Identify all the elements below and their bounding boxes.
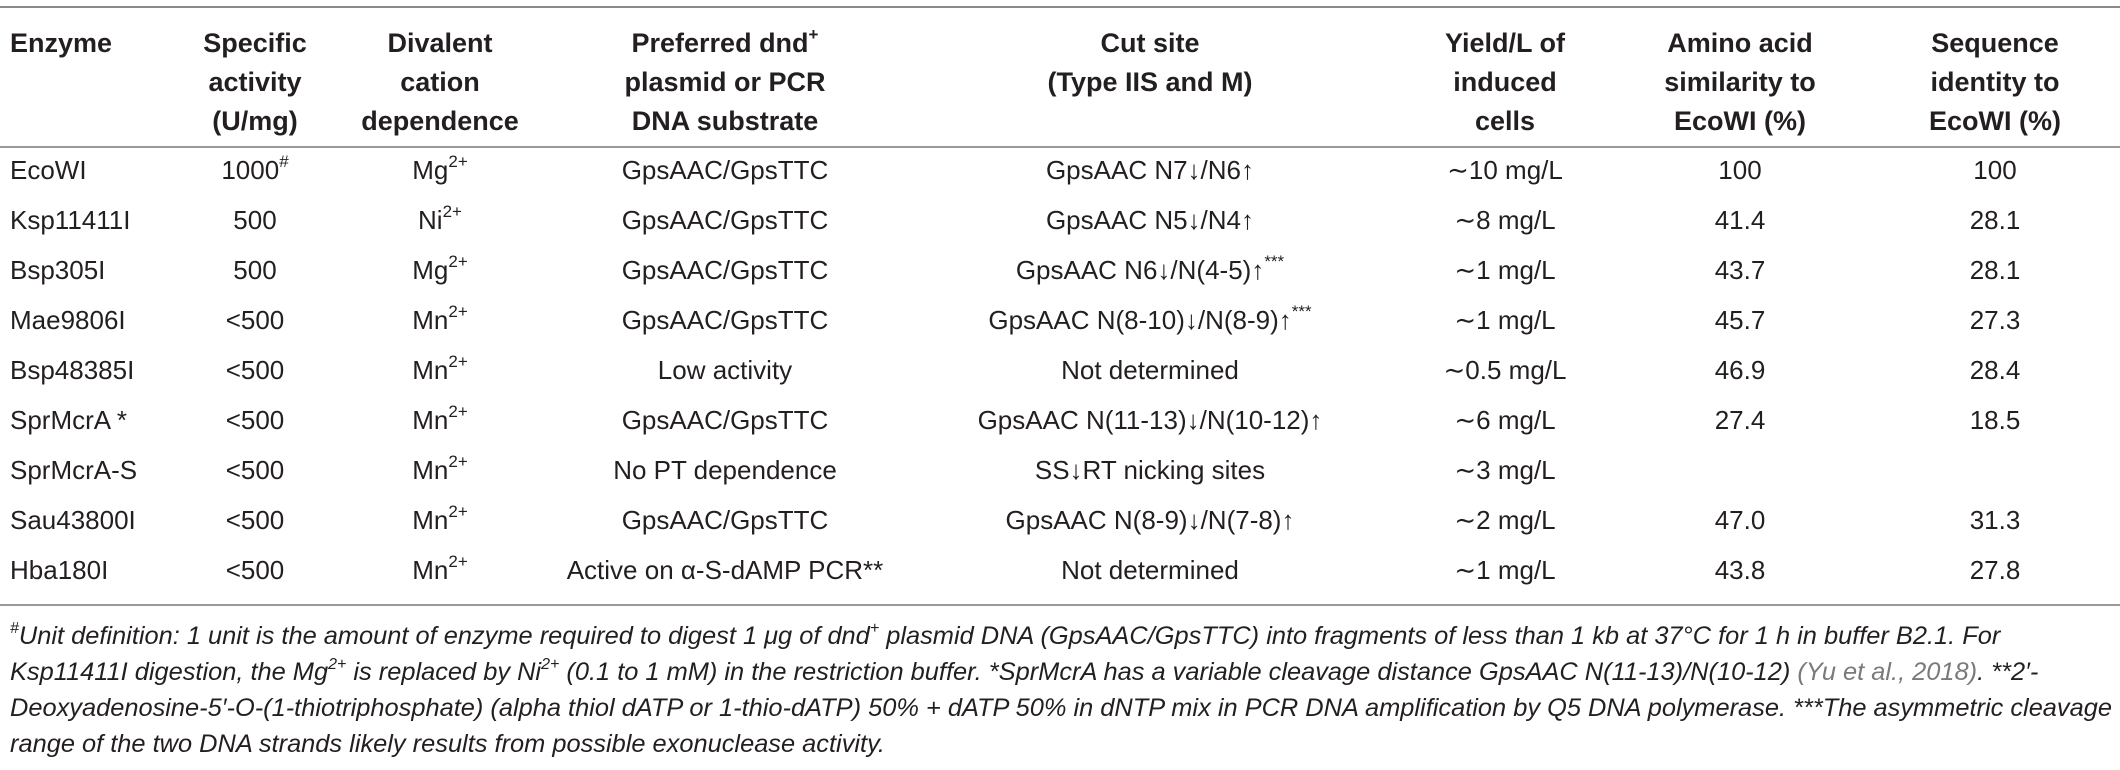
cell-similarity: 46.9 bbox=[1714, 354, 1766, 385]
cell-identity bbox=[1870, 445, 2120, 495]
cell-similarity: 43.7 bbox=[1714, 254, 1766, 285]
cell-cation: Mg2+ bbox=[412, 151, 468, 185]
cell-identity: 27.3 bbox=[1969, 304, 2021, 335]
cell-activity: 500 bbox=[233, 254, 277, 285]
cell-similarity: 47.0 bbox=[1714, 504, 1766, 535]
cell-enzyme: SprMcrA-S bbox=[10, 454, 138, 485]
cell-yield: ∼3 mg/L bbox=[1454, 454, 1556, 485]
cell-identity: 100 bbox=[1973, 154, 2017, 185]
table-row: Mae9806I <500 Mn2+ GpsAAC/GpsTTC GpsAAC N(8-… bbox=[0, 295, 2120, 345]
cell-identity: 28.1 bbox=[1969, 204, 2021, 235]
cell-cut-site: SS↓RT nicking sites bbox=[1034, 454, 1266, 485]
cell-substrate: GpsAAC/GpsTTC bbox=[621, 204, 829, 235]
cell-identity: 28.1 bbox=[1969, 254, 2021, 285]
table-row: EcoWI 1000# Mg2+ GpsAAC/GpsTTC GpsAAC N7↓/N6… bbox=[0, 141, 2120, 195]
cell-substrate: GpsAAC/GpsTTC bbox=[621, 254, 829, 285]
cell-activity: <500 bbox=[225, 304, 285, 335]
cell-cation: Mg2+ bbox=[412, 251, 468, 285]
header-cut-site: Cut site(Type IIS and M) bbox=[1047, 28, 1253, 97]
table-row: Sau43800I <500 Mn2+ GpsAAC/GpsTTC GpsAAC N(8… bbox=[0, 495, 2120, 545]
cell-cut-site: GpsAAC N7↓/N6↑ bbox=[1045, 154, 1255, 185]
cell-activity: <500 bbox=[225, 504, 285, 535]
cell-yield: ∼8 mg/L bbox=[1454, 204, 1556, 235]
table-row: Hba180I <500 Mn2+ Active on α-S-dAMP PCR** N… bbox=[0, 545, 2120, 595]
cell-substrate: Low activity bbox=[657, 354, 793, 385]
cell-cation: Mn2+ bbox=[412, 351, 468, 385]
cell-cation: Mn2+ bbox=[412, 401, 468, 435]
cell-enzyme: Hba180I bbox=[10, 554, 109, 585]
cell-substrate: GpsAAC/GpsTTC bbox=[621, 404, 829, 435]
cell-cut-site: GpsAAC N(8-9)↓/N(7-8)↑ bbox=[1005, 504, 1295, 535]
cell-enzyme: Sau43800I bbox=[10, 504, 136, 535]
cell-cut-site: GpsAAC N(8-10)↓/N(8-9)↑*** bbox=[988, 301, 1312, 335]
cell-similarity: 41.4 bbox=[1714, 204, 1766, 235]
cell-activity: 1000# bbox=[221, 151, 289, 185]
cell-enzyme: Bsp48385I bbox=[10, 354, 135, 385]
header-enzyme: Enzyme bbox=[10, 28, 113, 58]
cell-similarity: 43.8 bbox=[1714, 554, 1766, 585]
cell-similarity: 27.4 bbox=[1714, 404, 1766, 435]
cell-enzyme: Mae9806I bbox=[10, 304, 126, 335]
cell-enzyme: SprMcrA * bbox=[10, 404, 128, 435]
cell-similarity: 45.7 bbox=[1714, 304, 1766, 335]
cell-yield: ∼1 mg/L bbox=[1454, 304, 1556, 335]
cell-cation: Mn2+ bbox=[412, 451, 468, 485]
cell-activity: <500 bbox=[225, 354, 285, 385]
cell-enzyme: Ksp11411I bbox=[10, 204, 131, 235]
cell-yield: ∼1 mg/L bbox=[1454, 554, 1556, 585]
cell-yield: ∼1 mg/L bbox=[1454, 254, 1556, 285]
cell-substrate: Active on α-S-dAMP PCR** bbox=[566, 554, 884, 585]
cell-activity: 500 bbox=[233, 204, 277, 235]
cell-yield: ∼0.5 mg/L bbox=[1443, 354, 1567, 385]
cell-cut-site: Not determined bbox=[1061, 554, 1239, 585]
cell-cut-site: GpsAAC N6↓/N(4-5)↑*** bbox=[1015, 251, 1285, 285]
table-footnote: #Unit definition: 1 unit is the amount o… bbox=[10, 619, 2112, 758]
table-row: Ksp11411I 500 Ni2+ GpsAAC/GpsTTC GpsAAC N5↓/… bbox=[0, 195, 2120, 245]
cell-similarity: 100 bbox=[1718, 154, 1762, 185]
cell-substrate: GpsAAC/GpsTTC bbox=[621, 304, 829, 335]
citation-link[interactable]: (Yu et al., 2018) bbox=[1797, 658, 1978, 686]
table-row: Bsp305I 500 Mg2+ GpsAAC/GpsTTC GpsAAC N6↓/N(… bbox=[0, 245, 2120, 295]
cell-yield: ∼6 mg/L bbox=[1454, 404, 1556, 435]
header-rule bbox=[0, 146, 2120, 148]
cell-substrate: No PT dependence bbox=[613, 454, 837, 485]
table-row: SprMcrA * <500 Mn2+ GpsAAC/GpsTTC GpsAAC N(1… bbox=[0, 395, 2120, 445]
cell-cation: Ni2+ bbox=[418, 201, 462, 235]
cell-activity: <500 bbox=[225, 554, 285, 585]
cell-cation: Mn2+ bbox=[412, 501, 468, 535]
cell-activity: <500 bbox=[225, 454, 285, 485]
cell-substrate: GpsAAC/GpsTTC bbox=[621, 154, 829, 185]
cell-identity: 18.5 bbox=[1969, 404, 2021, 435]
top-rule bbox=[0, 6, 2120, 8]
cell-yield: ∼10 mg/L bbox=[1447, 154, 1563, 185]
bottom-rule bbox=[0, 604, 2120, 606]
cell-identity: 28.4 bbox=[1969, 354, 2021, 385]
cell-cut-site: GpsAAC N5↓/N4↑ bbox=[1045, 204, 1255, 235]
cell-enzyme: Bsp305I bbox=[10, 254, 106, 285]
cell-similarity bbox=[1610, 445, 1870, 495]
cell-cation: Mn2+ bbox=[412, 551, 468, 585]
cell-cut-site: Not determined bbox=[1061, 354, 1239, 385]
cell-identity: 31.3 bbox=[1969, 504, 2021, 535]
cell-activity: <500 bbox=[225, 404, 285, 435]
table-row: SprMcrA-S <500 Mn2+ No PT dependence SS↓RT n… bbox=[0, 445, 2120, 495]
cell-substrate: GpsAAC/GpsTTC bbox=[621, 504, 829, 535]
cell-cation: Mn2+ bbox=[412, 301, 468, 335]
cell-identity: 27.8 bbox=[1969, 554, 2021, 585]
cell-cut-site: GpsAAC N(11-13)↓/N(10-12)↑ bbox=[977, 404, 1323, 435]
table-row: Bsp48385I <500 Mn2+ Low activity Not determi… bbox=[0, 345, 2120, 395]
cell-yield: ∼2 mg/L bbox=[1454, 504, 1556, 535]
cell-enzyme: EcoWI bbox=[10, 154, 87, 185]
